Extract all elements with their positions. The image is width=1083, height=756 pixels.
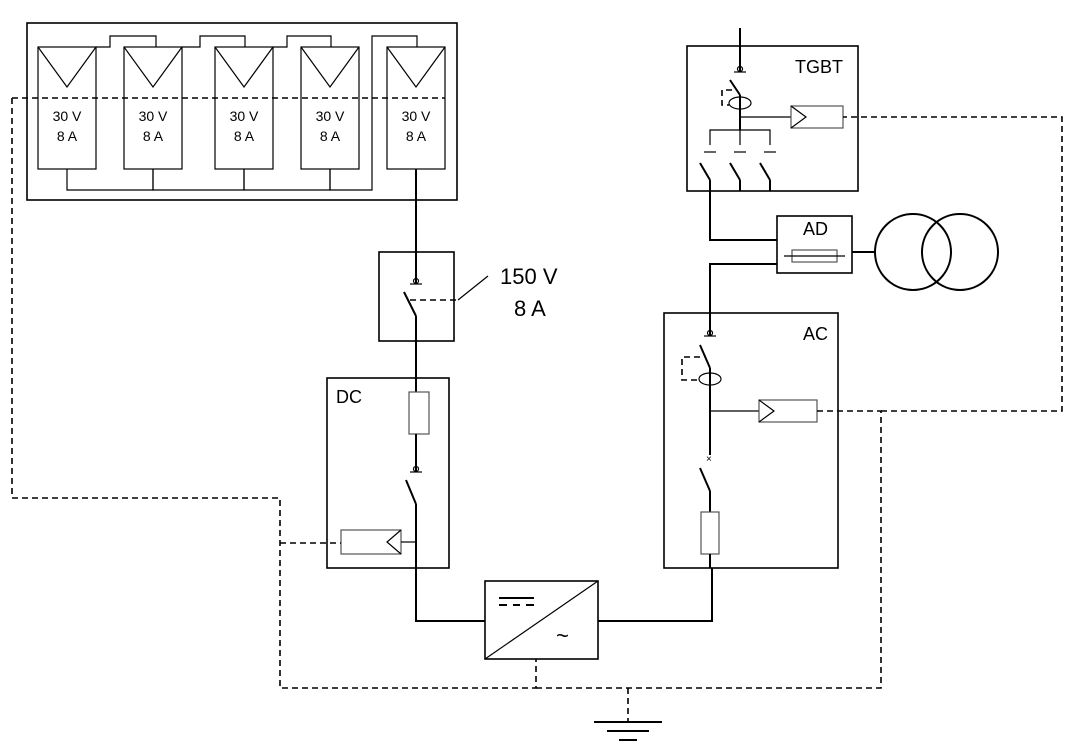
string-current-label: 8 A [514, 296, 546, 321]
ac-box: AC × [663, 312, 839, 569]
panel-voltage-label: 30 V [53, 108, 82, 124]
pv-panel: 30 V 8 A [300, 46, 360, 170]
dc-fuse [408, 391, 430, 435]
ad-to-tgbt-wire [709, 191, 777, 241]
earth-ground-icon [594, 721, 662, 741]
pv-panel: 30 V 8 A [123, 46, 183, 170]
panel-voltage-label: 30 V [230, 108, 259, 124]
tgbt-surge-protector [790, 105, 844, 129]
pv-array-frame [26, 22, 458, 201]
panel-voltage-label: 30 V [316, 108, 345, 124]
dc-box-label: DC [336, 387, 362, 407]
string-disconnector [378, 251, 489, 342]
ac-symbol: ~ [556, 623, 569, 648]
panel-current-label: 8 A [320, 128, 341, 144]
ad-box: AD [776, 215, 853, 274]
pv-panel: 30 V 8 A [386, 46, 446, 170]
panel-voltage-label: 30 V [139, 108, 168, 124]
inverter: ~ [484, 580, 599, 660]
dc-to-inverter-wire [415, 568, 485, 622]
panel-current-label: 8 A [406, 128, 427, 144]
panel-voltage-label: 30 V [402, 108, 431, 124]
ac-box-label: AC [803, 324, 828, 344]
dc-box: DC [326, 377, 450, 569]
pv-array: 30 V 8 A 30 V 8 A 30 V 8 A 30 V 8 A [12, 22, 458, 201]
string-voltage-label: 150 V [500, 264, 558, 289]
ac-surge-protector [758, 399, 818, 423]
ac-fuse [700, 511, 720, 555]
ad-box-label: AD [803, 219, 828, 239]
tgbt-box-label: TGBT [795, 57, 843, 77]
panel-current-label: 8 A [234, 128, 255, 144]
transformer [874, 213, 999, 291]
panel-current-label: 8 A [143, 128, 164, 144]
dc-surge-protector [340, 529, 402, 555]
panel-current-label: 8 A [57, 128, 78, 144]
pv-panel: 30 V 8 A [37, 46, 97, 170]
inverter-to-ac-wire [598, 568, 713, 622]
ac-breaker-mark: × [706, 454, 712, 465]
earthing-network [11, 98, 1063, 722]
pv-panel: 30 V 8 A [214, 46, 274, 170]
series-wiring [66, 35, 418, 191]
ac-to-ad-wire [709, 263, 777, 313]
tgbt-box: TGBT [686, 28, 859, 192]
